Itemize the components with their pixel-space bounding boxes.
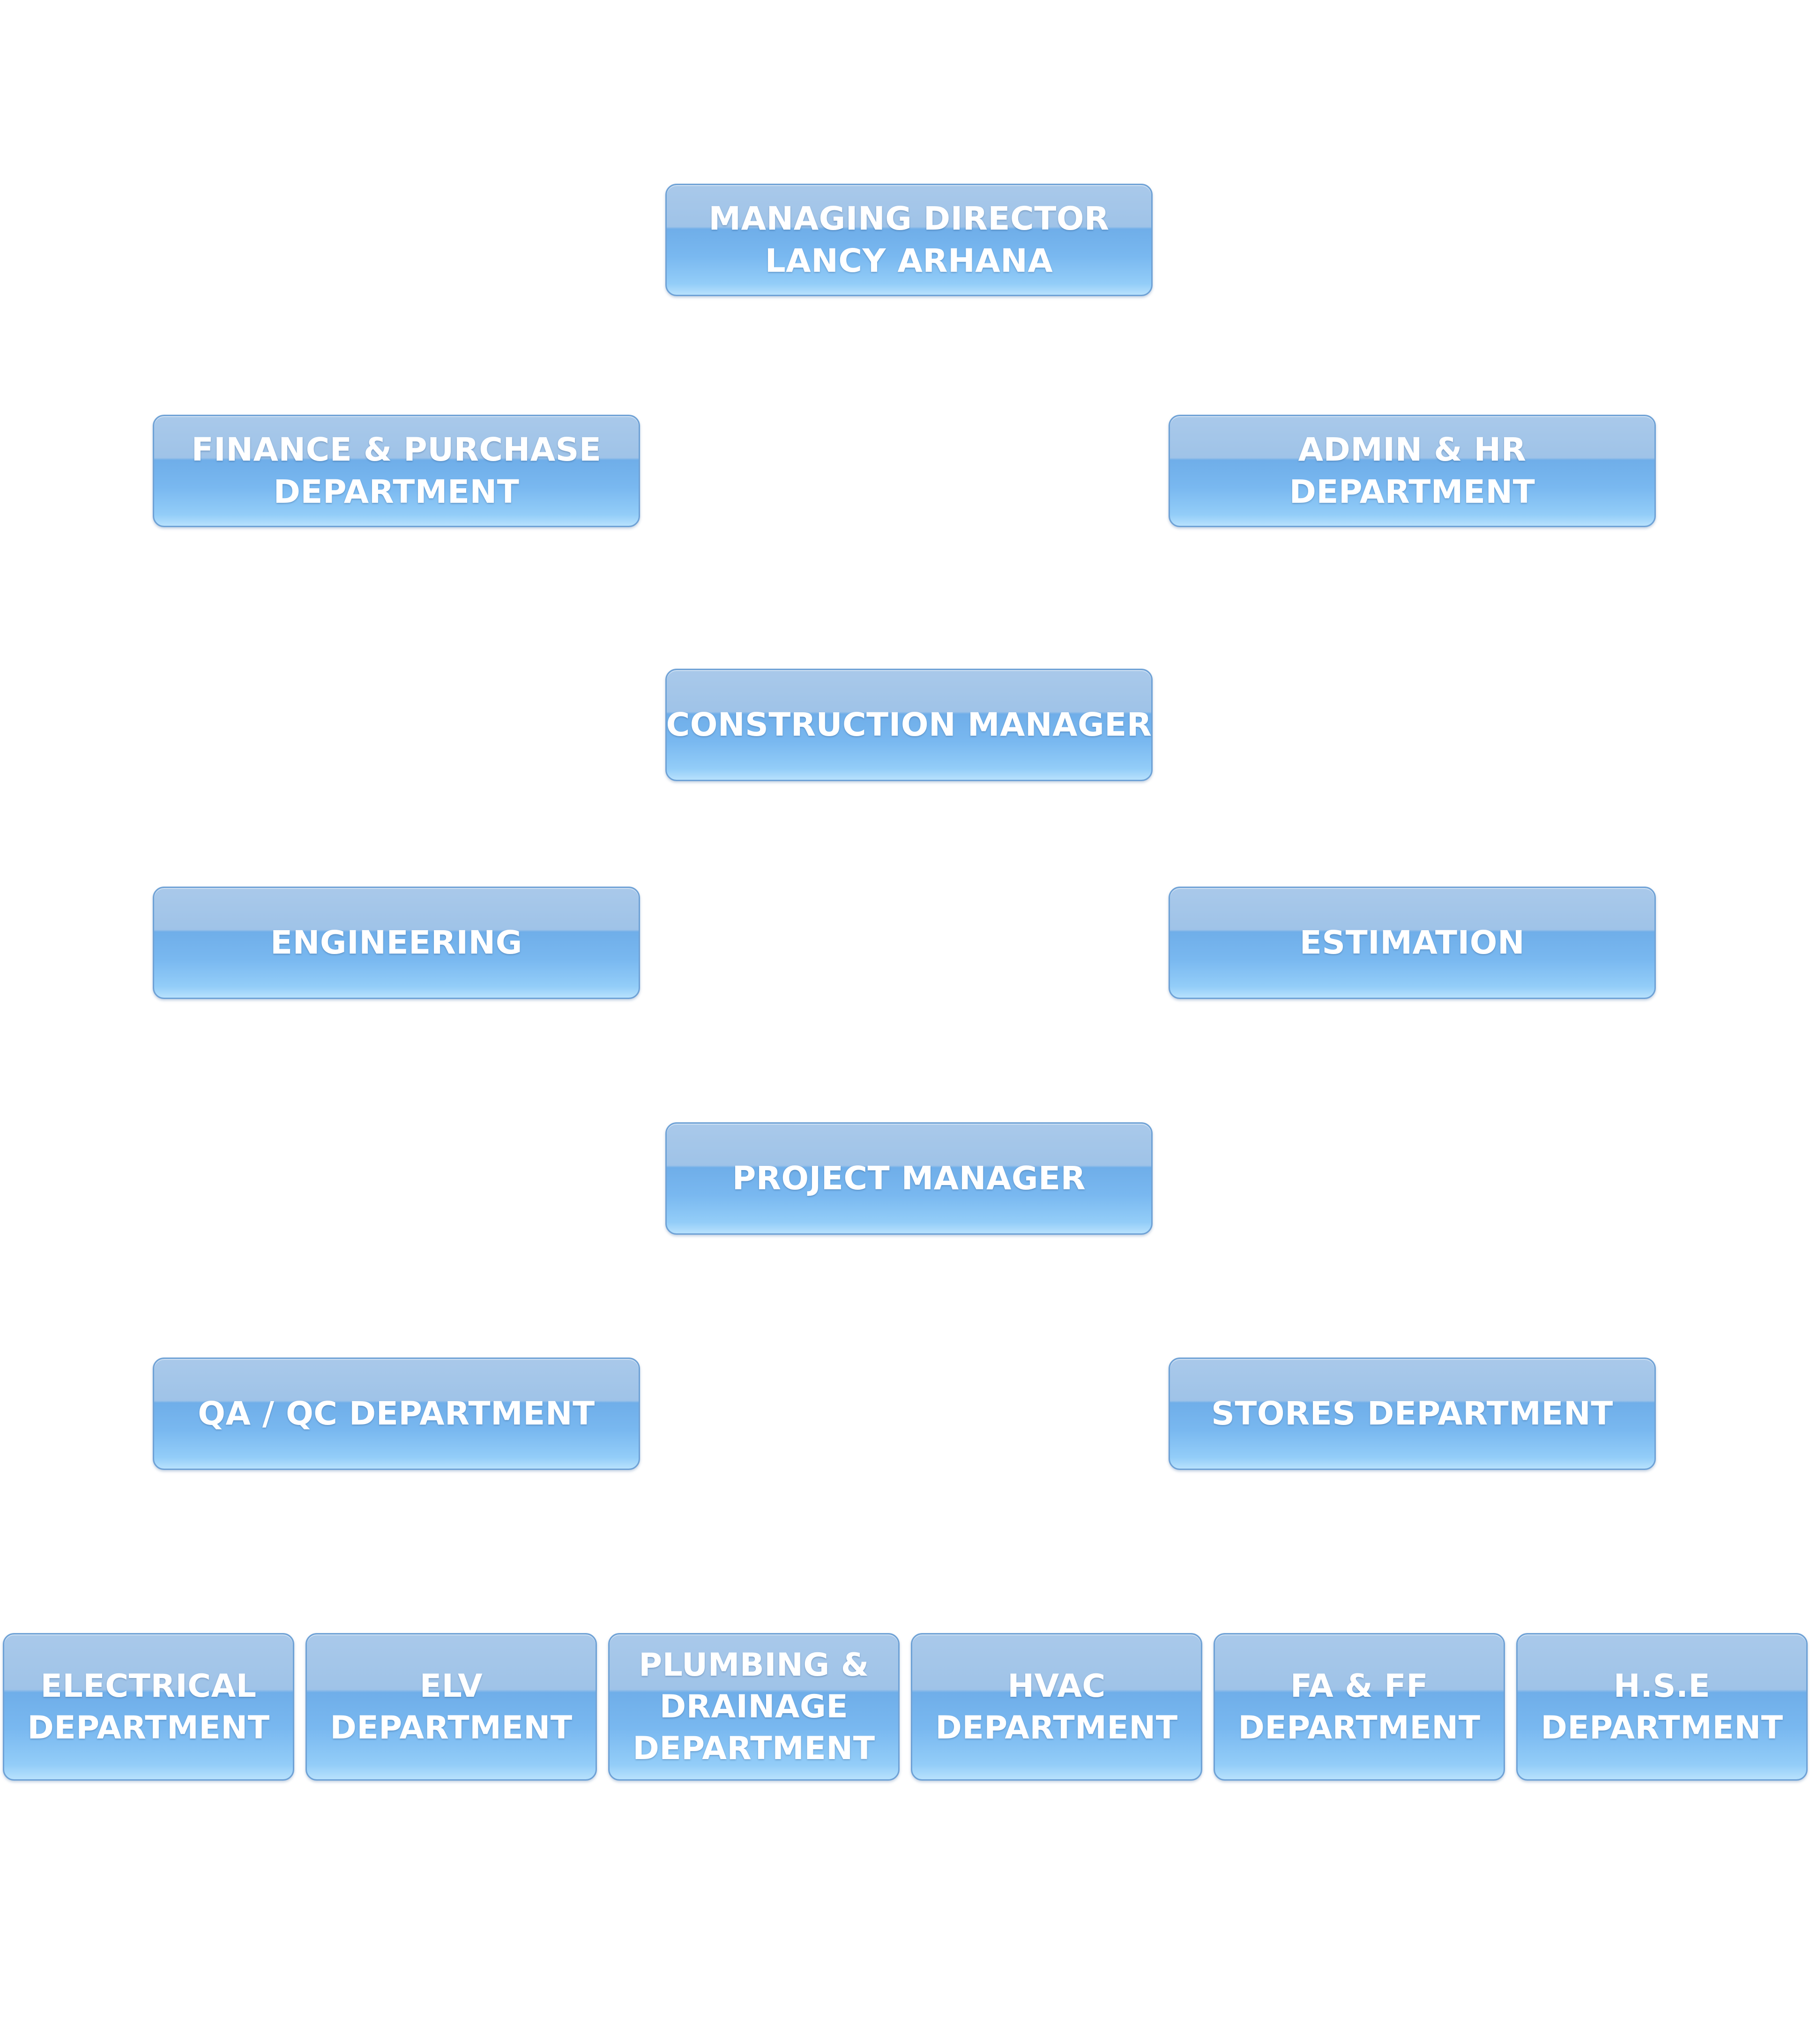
hvac-sublabel: DEPARTMENT xyxy=(935,1709,1178,1746)
estimation-box: ESTIMATION xyxy=(1169,887,1656,999)
admin-hr-label: ADMIN & HR xyxy=(1298,431,1527,469)
stores-box: STORES DEPARTMENT xyxy=(1169,1358,1656,1470)
engineering-box: ENGINEERING xyxy=(153,887,640,999)
elv-sublabel: DEPARTMENT xyxy=(330,1709,573,1746)
hse-box: H.S.E DEPARTMENT xyxy=(1516,1633,1808,1781)
finance-purchase-box: FINANCE & PURCHASE DEPARTMENT xyxy=(153,415,640,527)
fa-ff-sublabel: DEPARTMENT xyxy=(1238,1709,1481,1746)
managing-director-box: MANAGING DIRECTOR LANCY ARHANA xyxy=(665,184,1153,296)
electrical-box: ELECTRICAL DEPARTMENT xyxy=(3,1633,294,1781)
plumbing-drainage-sublabel: DEPARTMENT xyxy=(633,1730,875,1767)
construction-manager-box: CONSTRUCTION MANAGER xyxy=(665,669,1153,781)
fa-ff-box: FA & FF DEPARTMENT xyxy=(1214,1633,1505,1781)
admin-hr-sublabel: DEPARTMENT xyxy=(1289,473,1535,511)
elv-box: ELV DEPARTMENT xyxy=(305,1633,597,1781)
project-manager-box: PROJECT MANAGER xyxy=(665,1122,1153,1235)
electrical-label: ELECTRICAL xyxy=(40,1667,257,1705)
hse-label: H.S.E xyxy=(1613,1667,1711,1705)
electrical-sublabel: DEPARTMENT xyxy=(27,1709,270,1746)
managing-director-name: LANCY ARHANA xyxy=(765,242,1053,280)
hvac-label: HVAC xyxy=(1007,1667,1106,1705)
finance-purchase-label: FINANCE & PURCHASE xyxy=(191,431,602,469)
managing-director-title: MANAGING DIRECTOR xyxy=(708,200,1110,238)
plumbing-drainage-box: PLUMBING & DRAINAGE DEPARTMENT xyxy=(608,1633,900,1781)
plumbing-label: PLUMBING & xyxy=(639,1647,869,1684)
hse-sublabel: DEPARTMENT xyxy=(1541,1709,1783,1746)
finance-purchase-sublabel: DEPARTMENT xyxy=(273,473,520,511)
project-manager-label: PROJECT MANAGER xyxy=(732,1160,1086,1197)
fa-ff-label: FA & FF xyxy=(1290,1667,1429,1705)
drainage-label: DRAINAGE xyxy=(659,1688,849,1725)
admin-hr-box: ADMIN & HR DEPARTMENT xyxy=(1169,415,1656,527)
construction-manager-label: CONSTRUCTION MANAGER xyxy=(666,706,1152,744)
estimation-label: ESTIMATION xyxy=(1299,924,1525,962)
engineering-label: ENGINEERING xyxy=(270,924,522,962)
stores-label: STORES DEPARTMENT xyxy=(1211,1395,1613,1432)
elv-label: ELV xyxy=(419,1667,483,1705)
hvac-box: HVAC DEPARTMENT xyxy=(911,1633,1202,1781)
qa-qc-box: QA / QC DEPARTMENT xyxy=(153,1358,640,1470)
qa-qc-label: QA / QC DEPARTMENT xyxy=(198,1395,595,1432)
